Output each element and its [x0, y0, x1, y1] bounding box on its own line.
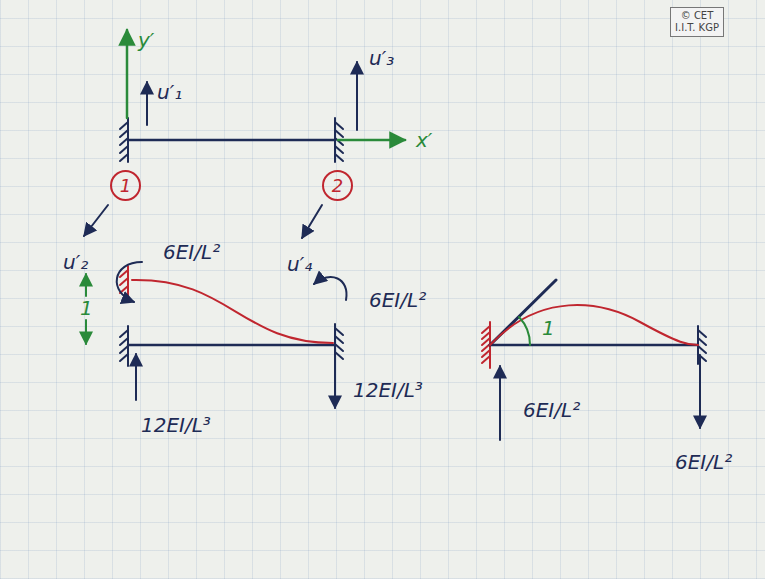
- force-arrow: [699, 355, 701, 428]
- stiffness-label: 6EI/L²: [675, 450, 732, 474]
- joint-number: 2: [332, 175, 343, 196]
- deflected-shape: [132, 280, 333, 343]
- dof-arrow: [356, 62, 358, 130]
- copyright-box: © CETI.I.T. KGP: [670, 7, 724, 37]
- force-arrow: [334, 352, 336, 408]
- beam: [490, 344, 698, 347]
- beam: [128, 344, 335, 347]
- copyright-text: © CET: [681, 10, 714, 22]
- unit-displacement-arrow: [85, 274, 87, 296]
- dof-label: x′: [416, 128, 432, 152]
- dof-label: u′₂: [63, 250, 88, 274]
- joint-circle: 2: [322, 170, 353, 201]
- dof-arrow: [302, 205, 322, 238]
- fixed-support: [120, 118, 128, 162]
- stiffness-label: 6EI/L²: [523, 398, 580, 422]
- rotation-angle: [519, 317, 530, 345]
- joint-number: 1: [120, 175, 131, 196]
- stiffness-label: 6EI/L²: [163, 240, 220, 264]
- moment-arrow: [117, 262, 142, 302]
- stiffness-label: 1: [80, 296, 93, 320]
- force-arrow: [135, 354, 137, 400]
- stiffness-label: 12EI/L³: [353, 378, 423, 402]
- stiffness-label: 12EI/L³: [141, 413, 211, 437]
- fixed-support: [335, 324, 343, 364]
- stiffness-label: 1: [542, 316, 555, 340]
- stiffness-label: 6EI/L²: [369, 288, 426, 312]
- unit-displacement-arrow: [85, 320, 87, 344]
- axis-arrow: [126, 30, 129, 118]
- copyright-text: I.I.T. KGP: [675, 22, 719, 34]
- beam: [128, 139, 335, 142]
- deflected-shape: [490, 305, 698, 345]
- dof-label: u′₁: [157, 80, 182, 104]
- dof-label: u′₄: [287, 252, 312, 276]
- moment-arrow: [314, 277, 347, 300]
- axis-arrow: [338, 139, 405, 142]
- dof-arrow: [146, 82, 148, 125]
- dof-label: y′: [138, 28, 154, 52]
- fixed-support: [120, 326, 128, 366]
- joint-circle: 1: [110, 170, 141, 201]
- dof-arrow: [84, 205, 108, 236]
- dof-label: u′₃: [369, 46, 394, 70]
- force-arrow: [499, 366, 501, 440]
